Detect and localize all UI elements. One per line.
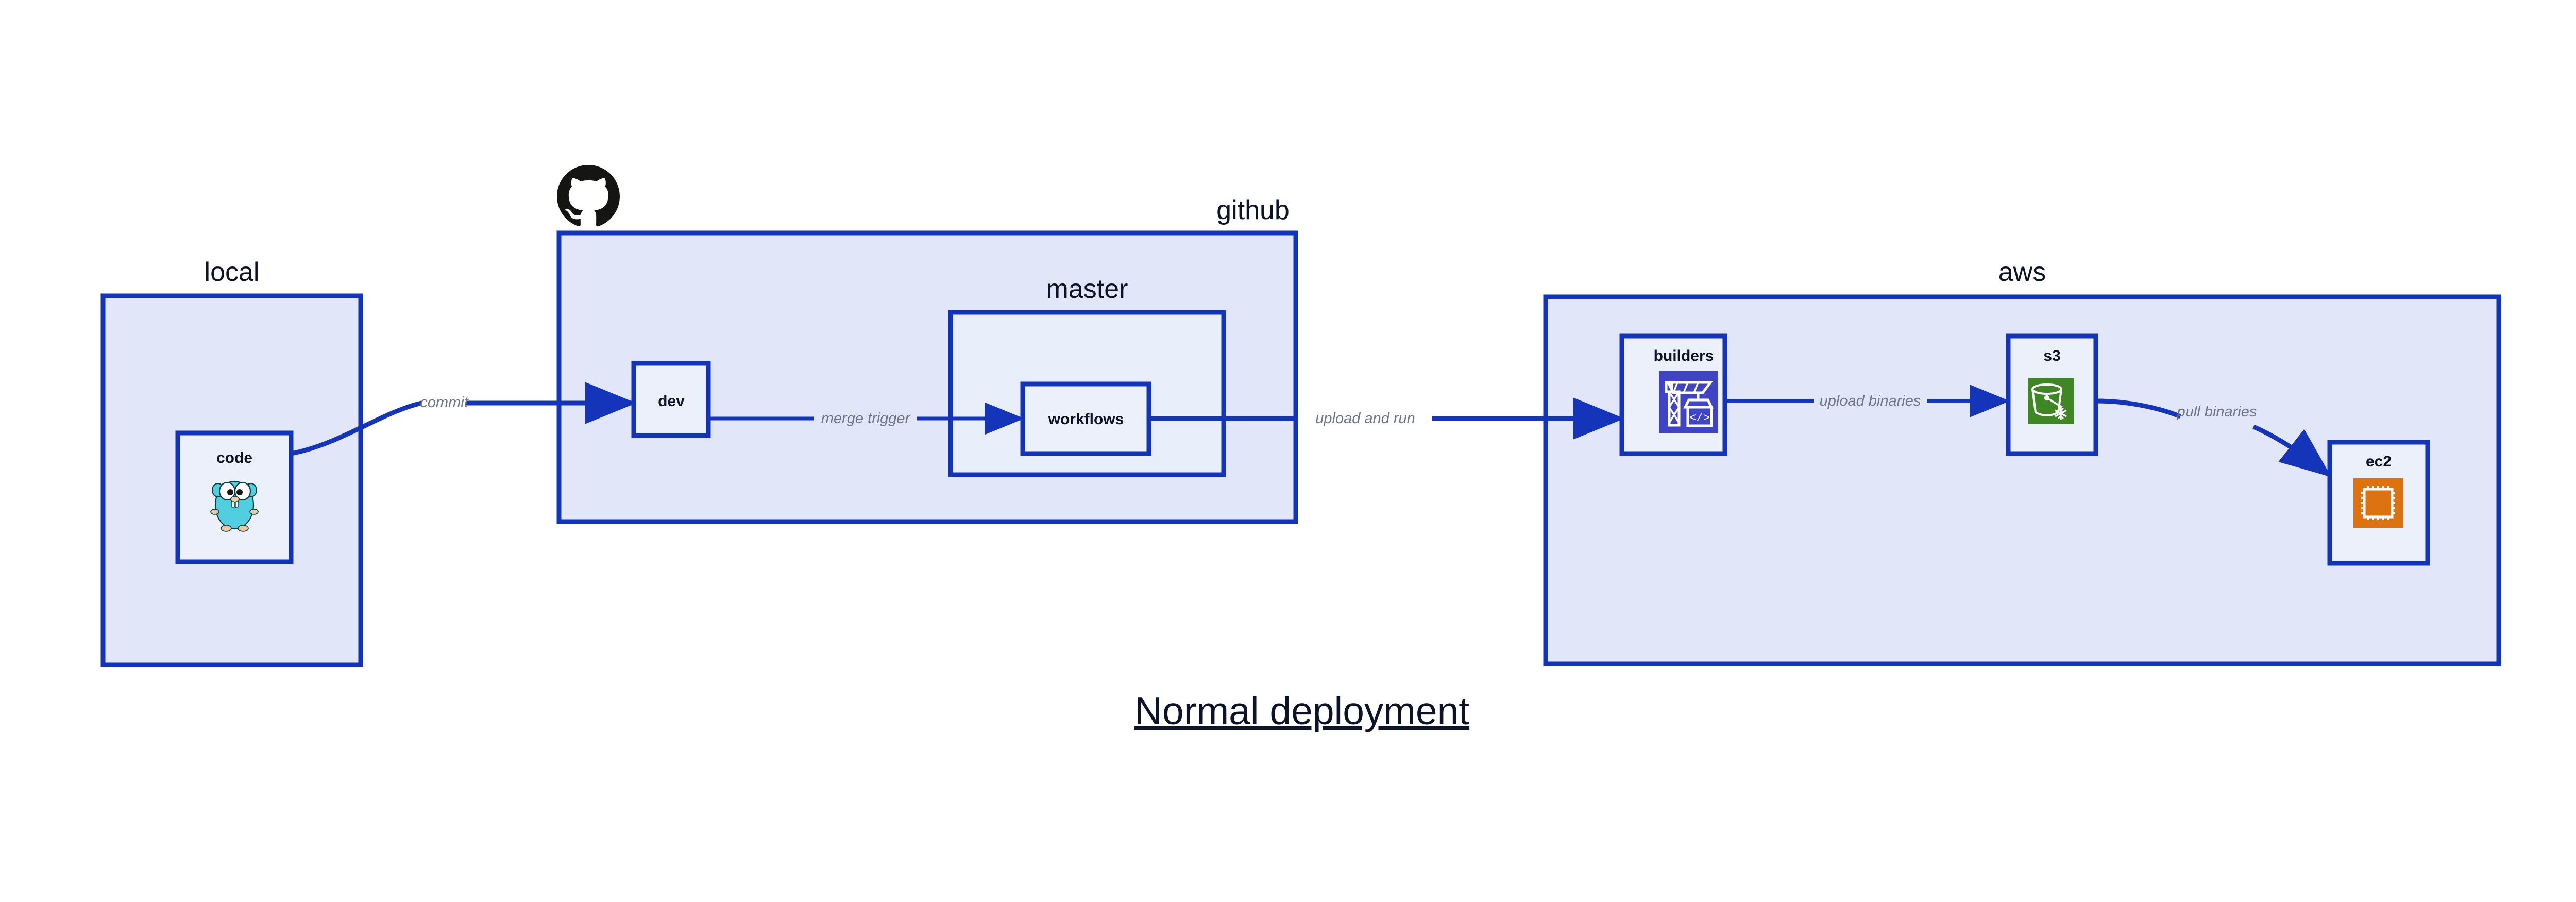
svg-text:</>: </> xyxy=(1689,412,1710,425)
github-octocat-logo xyxy=(557,165,620,227)
node-dev-label: dev xyxy=(658,393,685,410)
edge-pull-binaries-curve-a xyxy=(2095,398,2181,419)
node-s3-label: s3 xyxy=(2043,347,2060,364)
edge-merge-trigger-label: merge trigger xyxy=(821,410,911,427)
aws-ec2-icon xyxy=(2353,478,2403,528)
node-ec2-box[interactable] xyxy=(2327,440,2430,566)
diagram-title: Normal deployment xyxy=(1134,689,1469,732)
node-ec2[interactable]: ec2 xyxy=(2327,440,2430,566)
node-builders[interactable]: builders </> xyxy=(1619,333,1727,456)
aws-codebuild-icon: </> xyxy=(1659,371,1718,433)
aws-s3-glacier-icon xyxy=(2028,378,2074,424)
edge-commit-label: commit xyxy=(420,394,469,411)
edge-pull-binaries-label: pull binaries xyxy=(2177,404,2257,420)
edge-pull-binaries-curve-b xyxy=(2252,424,2332,477)
edge-commit: commit xyxy=(291,382,636,456)
node-ec2-label: ec2 xyxy=(2366,453,2392,470)
node-code-label: code xyxy=(216,449,252,466)
edge-upload-binaries-label: upload binaries xyxy=(1820,393,1921,409)
group-aws-label: aws xyxy=(1998,257,2046,287)
group-github-label: github xyxy=(1216,195,1290,225)
node-dev[interactable]: dev xyxy=(631,361,711,438)
group-master-label: master xyxy=(1046,274,1128,304)
edge-commit-curve xyxy=(291,400,422,456)
node-workflows-label: workflows xyxy=(1048,411,1124,428)
node-s3[interactable]: s3 xyxy=(2006,333,2098,456)
edge-upload-run-label: upload and run xyxy=(1315,410,1415,427)
edge-merge-trigger: merge trigger xyxy=(708,402,1024,435)
go-gopher-icon xyxy=(210,480,259,532)
edge-upload-and-run: upload and run xyxy=(1149,397,1624,440)
node-workflows[interactable]: workflows xyxy=(1020,381,1151,456)
edge-upload-binaries: upload binaries xyxy=(1725,385,2010,417)
node-builders-label: builders xyxy=(1654,347,1714,364)
node-dev-box[interactable] xyxy=(631,361,711,438)
group-local-label: local xyxy=(205,257,260,287)
edge-pull-binaries: pull binaries xyxy=(2095,398,2332,477)
node-code[interactable]: code xyxy=(175,430,294,564)
